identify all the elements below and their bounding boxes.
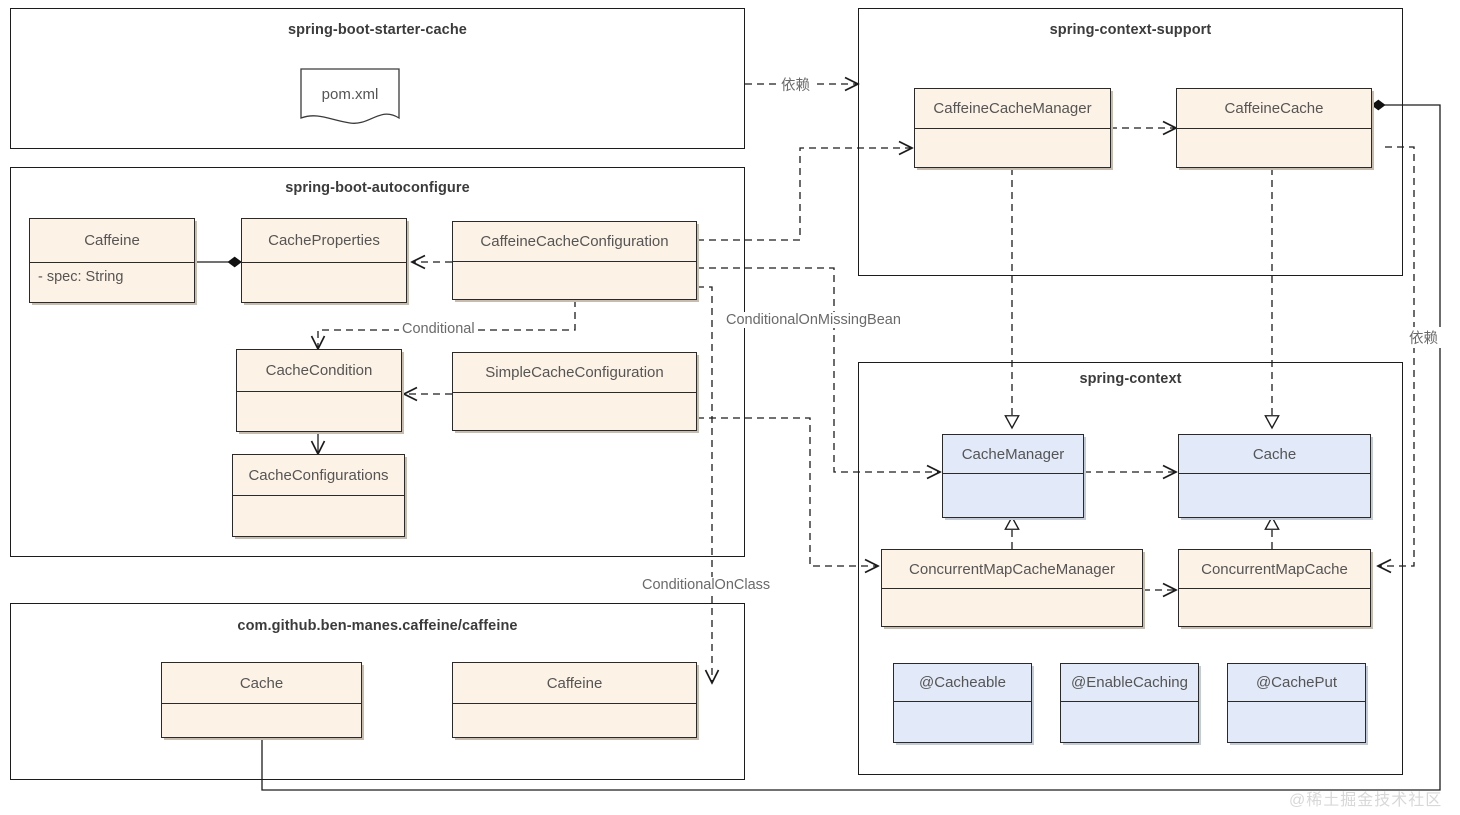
class-attrs-concurrentmapcache [1179, 589, 1370, 626]
class-box-caffeinecachemanager[interactable]: CaffeineCacheManager [914, 88, 1111, 168]
pom-xml-label: pom.xml [321, 86, 379, 103]
class-box-cacheconfigurations[interactable]: CacheConfigurations [232, 454, 405, 537]
class-attrs-cacheproperties [242, 263, 406, 302]
class-title-caffeinecachemanager: CaffeineCacheManager [915, 89, 1110, 129]
watermark: @稀土掘金技术社区 [1289, 792, 1443, 809]
class-attrs-cachemanager [943, 474, 1083, 517]
class-title-cache-interface: Cache [1179, 435, 1370, 474]
class-box-caffeinecacheconfiguration[interactable]: CaffeineCacheConfiguration [452, 221, 697, 300]
class-title-simplecacheconfiguration: SimpleCacheConfiguration [453, 353, 696, 393]
class-attrs-caffeine-cache [162, 704, 361, 737]
class-title-caffeinecacheconfiguration: CaffeineCacheConfiguration [453, 222, 696, 262]
class-attrs-caffeinecachemanager [915, 129, 1110, 167]
class-box-caffeinecache[interactable]: CaffeineCache [1176, 88, 1372, 168]
class-title-caffeine-cache: Cache [162, 663, 361, 704]
class-title-cachemanager: CacheManager [943, 435, 1083, 474]
class-box-cache-interface[interactable]: Cache [1178, 434, 1371, 518]
class-attrs-annotation-cacheput [1228, 702, 1365, 742]
edge-label-conditional-on-missing-bean: ConditionalOnMissingBean [723, 312, 904, 328]
class-title-annotation-cacheable: @Cacheable [894, 664, 1031, 702]
package-spring-context: spring-context [858, 362, 1403, 775]
class-title-cacheconfigurations: CacheConfigurations [233, 455, 404, 496]
class-box-simplecacheconfiguration[interactable]: SimpleCacheConfiguration [452, 352, 697, 431]
class-attrs-caffeinecache [1177, 129, 1371, 167]
class-attrs-caffeinecacheconfiguration [453, 262, 696, 299]
class-title-cacheproperties: CacheProperties [242, 219, 406, 263]
class-attrs-cachecondition [237, 392, 401, 431]
package-title-autoconfigure: spring-boot-autoconfigure [285, 180, 470, 196]
class-title-concurrentmapcache: ConcurrentMapCache [1179, 550, 1370, 589]
class-attrs-simplecacheconfiguration [453, 393, 696, 430]
class-title-cachecondition: CacheCondition [237, 350, 401, 392]
class-box-cachecondition[interactable]: CacheCondition [236, 349, 402, 432]
class-box-caffeine-cache[interactable]: Cache [161, 662, 362, 738]
class-attr: - spec: String [38, 269, 124, 285]
class-title-annotation-cacheput: @CachePut [1228, 664, 1365, 702]
class-title-concurrentmapcachemanager: ConcurrentMapCacheManager [882, 550, 1142, 589]
package-title-context-support: spring-context-support [1049, 22, 1212, 38]
class-box-concurrentmapcache[interactable]: ConcurrentMapCache [1178, 549, 1371, 627]
package-spring-boot-starter-cache: spring-boot-starter-cache [10, 8, 745, 149]
class-title-caffeinecache: CaffeineCache [1177, 89, 1371, 129]
package-spring-boot-autoconfigure: spring-boot-autoconfigure [10, 167, 745, 557]
package-spring-context-support: spring-context-support [858, 8, 1403, 276]
note-shape-icon [300, 68, 400, 124]
edge-label-conditional-on-class: ConditionalOnClass [639, 577, 774, 593]
class-attrs-cache-interface [1179, 474, 1370, 517]
class-title-caffeine-caffeine: Caffeine [453, 663, 696, 704]
package-caffeine: com.github.ben-manes.caffeine/caffeine [10, 603, 745, 780]
edge-label-conditional: Conditional [399, 321, 478, 337]
class-box-annotation-cacheput[interactable]: @CachePut [1227, 663, 1366, 743]
edge-label-dependency-right: 依赖 [1406, 327, 1441, 348]
package-title-caffeine: com.github.ben-manes.caffeine/caffeine [237, 618, 518, 634]
edge-label-dependency-top: 依赖 [778, 74, 813, 95]
class-attrs-concurrentmapcachemanager [882, 589, 1142, 626]
class-box-caffeine-caffeine[interactable]: Caffeine [452, 662, 697, 738]
class-title-caffeine-autoconfigure: Caffeine [30, 219, 194, 263]
class-attrs-cacheconfigurations [233, 496, 404, 536]
class-attrs-caffeine-autoconfigure: - spec: String [30, 263, 194, 302]
class-title-annotation-enablecaching: @EnableCaching [1061, 664, 1198, 702]
class-box-caffeine-autoconfigure[interactable]: Caffeine - spec: String [29, 218, 195, 303]
pom-xml-note: pom.xml [300, 68, 400, 128]
package-title-context: spring-context [1079, 371, 1182, 387]
class-box-cacheproperties[interactable]: CacheProperties [241, 218, 407, 303]
class-attrs-annotation-enablecaching [1061, 702, 1198, 742]
class-box-annotation-enablecaching[interactable]: @EnableCaching [1060, 663, 1199, 743]
class-attrs-annotation-cacheable [894, 702, 1031, 742]
class-box-cachemanager[interactable]: CacheManager [942, 434, 1084, 518]
class-attrs-caffeine-caffeine [453, 704, 696, 737]
class-box-annotation-cacheable[interactable]: @Cacheable [893, 663, 1032, 743]
package-title-starter: spring-boot-starter-cache [288, 22, 467, 38]
class-box-concurrentmapcachemanager[interactable]: ConcurrentMapCacheManager [881, 549, 1143, 627]
